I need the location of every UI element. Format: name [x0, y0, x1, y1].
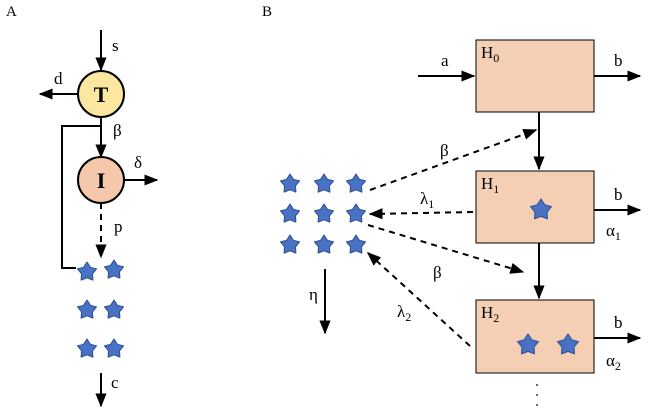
edge-alpha1-label: α1	[606, 221, 621, 243]
box-h1-label: H1	[481, 174, 499, 196]
virion-star-icon	[314, 234, 334, 254]
edge-b0-label: b	[614, 51, 623, 70]
virion-cluster-a	[77, 259, 124, 358]
edge-lambda2-label: λ2	[397, 302, 411, 324]
edge-beta-top-label: β	[440, 141, 449, 160]
edge-p-label: p	[114, 217, 123, 236]
virion-star-icon	[104, 338, 124, 358]
virion-star-icon	[346, 173, 366, 193]
virion-grid-b	[280, 173, 366, 254]
edge-beta-top-arrow	[369, 129, 538, 191]
virion-star-icon	[104, 259, 124, 279]
virion-star-icon	[77, 299, 97, 319]
box-h0-label: H0	[481, 43, 499, 65]
edge-a-label: a	[441, 51, 449, 70]
virion-star-icon	[314, 203, 334, 223]
edge-eta-label: η	[309, 285, 318, 304]
virion-star-icon	[77, 261, 97, 281]
edge-beta-mid-label: β	[433, 263, 442, 282]
edge-d-label: d	[54, 69, 63, 88]
virion-star-icon	[77, 338, 97, 358]
virion-star-icon	[314, 173, 334, 193]
edge-b2-label: b	[614, 313, 623, 332]
edge-c-label: c	[111, 373, 119, 392]
edge-lambda2-arrow	[366, 252, 471, 347]
feedback-loop	[61, 125, 101, 269]
node-t-label: T	[94, 82, 109, 107]
edge-delta-label: δ	[134, 153, 142, 172]
box-h1-virions	[530, 198, 552, 220]
edge-lambda1-arrow	[368, 208, 474, 220]
edge-s-label: s	[112, 36, 119, 55]
box-h2-virions	[517, 333, 579, 355]
node-i-label: I	[97, 168, 106, 193]
edge-b1-label: b	[614, 185, 623, 204]
virion-star-icon	[517, 333, 539, 355]
panel-b-label: B	[262, 4, 272, 20]
continuation-dots	[536, 384, 538, 406]
box-h2-label: H2	[481, 303, 499, 325]
edge-lambda1-label: λ1	[420, 189, 434, 211]
panel-b: H0 a b H1 b α1 H2 b α2	[280, 39, 642, 406]
virion-star-icon	[557, 333, 579, 355]
edge-alpha2-label: α2	[606, 351, 621, 373]
box-h0	[475, 39, 595, 113]
virion-star-icon	[104, 299, 124, 319]
virion-star-icon	[280, 234, 300, 254]
virion-star-icon	[346, 203, 366, 223]
panel-a: s T d β I δ p c	[38, 30, 159, 408]
virion-star-icon	[346, 234, 366, 254]
edge-beta-label: β	[113, 121, 122, 140]
virion-star-icon	[530, 198, 552, 220]
box-h2	[475, 299, 595, 374]
edge-beta-mid-arrow	[367, 224, 525, 274]
virion-star-icon	[280, 173, 300, 193]
virion-star-icon	[280, 203, 300, 223]
panel-a-label: A	[6, 4, 17, 20]
